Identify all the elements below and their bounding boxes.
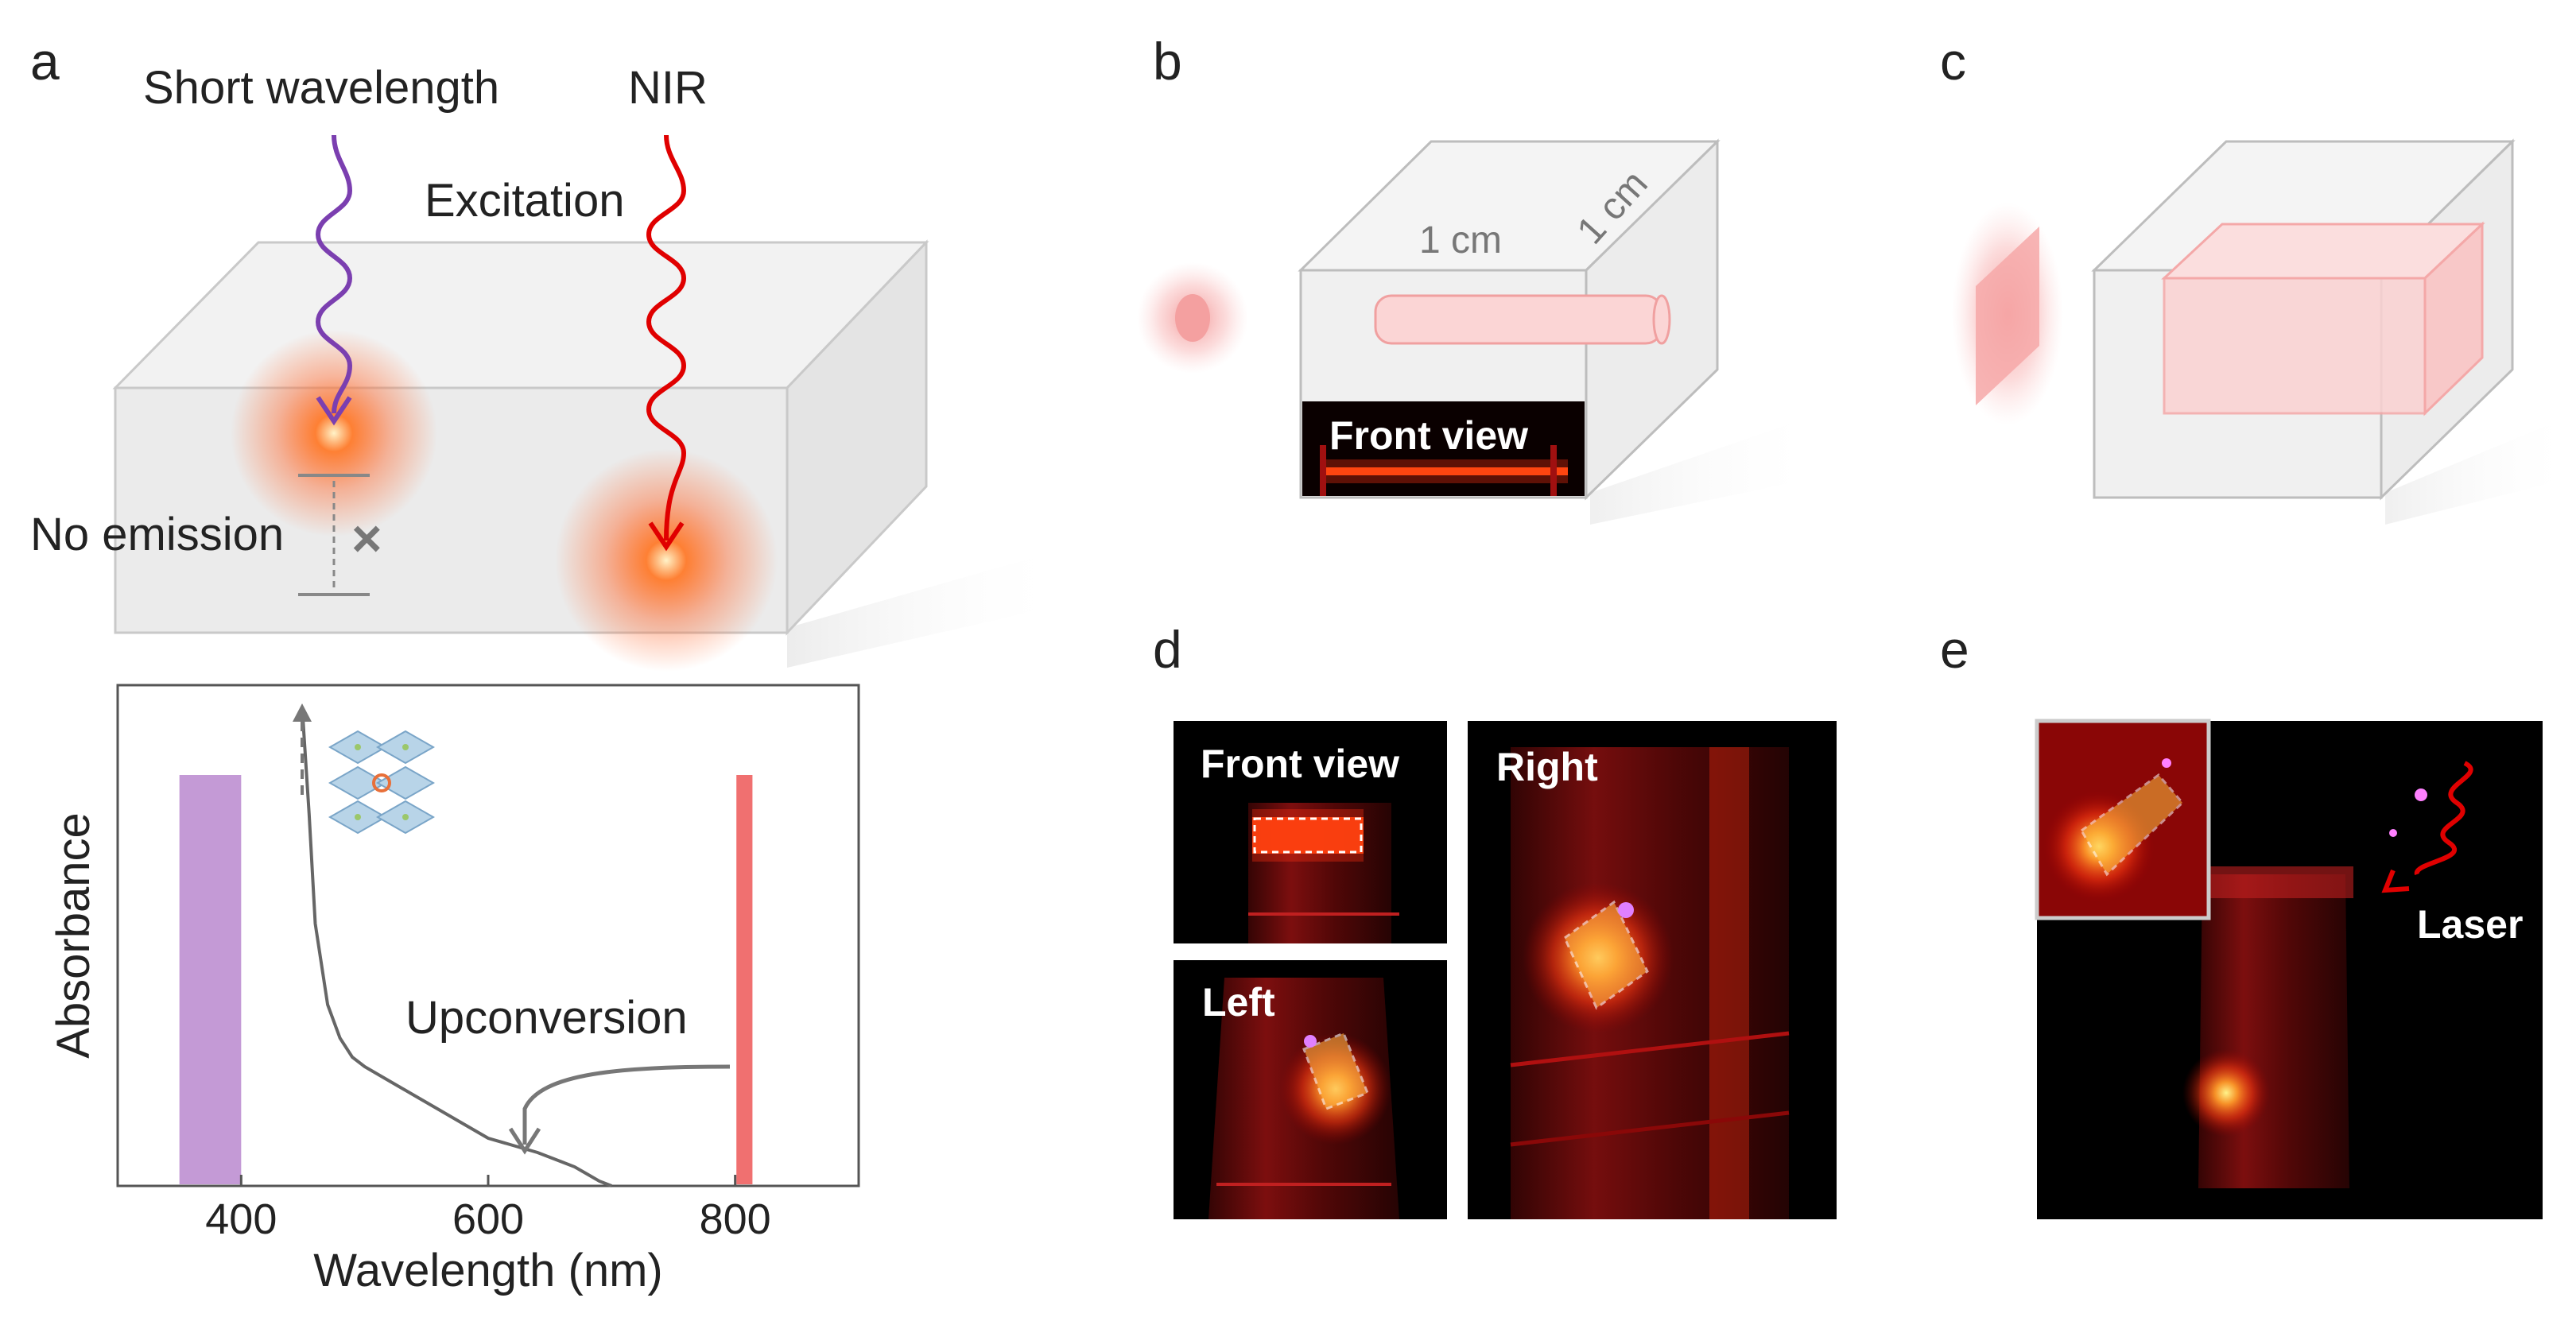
absorbance-chart: 400 600 800 Absorbance Wavelength (nm) Upc… bbox=[48, 684, 860, 1296]
inset-sample-outline bbox=[2080, 773, 2185, 877]
panel-a-label: a bbox=[30, 32, 60, 91]
chart-ylabel: Absorbance bbox=[48, 812, 99, 1059]
photo-d-right: Right bbox=[1468, 721, 1837, 1219]
excitation-label: Excitation bbox=[425, 175, 624, 227]
no-emission-label: No emission bbox=[30, 509, 284, 560]
photo-e-inset bbox=[2035, 719, 2211, 920]
x-tick-label: 600 bbox=[452, 1195, 524, 1243]
front-view-wall-left bbox=[1320, 445, 1326, 496]
photo-e-vial bbox=[2198, 874, 2349, 1188]
panel-e: e Laser bbox=[1940, 620, 2543, 1219]
beam-spot bbox=[1175, 294, 1210, 342]
panel-c-label: c bbox=[1940, 32, 1966, 91]
short-wavelength-arrowhead bbox=[316, 396, 352, 426]
beam-cylinder-end bbox=[1652, 294, 1671, 345]
absorption-edge-arrowhead bbox=[293, 703, 312, 722]
upconversion-arrow bbox=[522, 1064, 731, 1145]
nir-arrow bbox=[646, 134, 687, 541]
panel-d-label: d bbox=[1153, 620, 1182, 679]
cuvette-c-shadow bbox=[2385, 413, 2576, 525]
left-label: Left bbox=[1202, 980, 1275, 1025]
laser-arrow bbox=[2414, 761, 2473, 875]
no-emission-cross: × bbox=[351, 509, 382, 568]
panel-b: b 1 cm 1 cm Front view bbox=[1137, 32, 1821, 525]
dim-width-label: 1 cm bbox=[1419, 219, 1502, 262]
right-label: Right bbox=[1496, 745, 1598, 789]
x-tick-label: 800 bbox=[700, 1195, 771, 1243]
laser-arrowhead bbox=[2381, 869, 2410, 893]
photo-e-glow bbox=[2182, 1049, 2270, 1137]
chart-xlabel: Wavelength (nm) bbox=[313, 1245, 662, 1296]
x-tick-label: 400 bbox=[205, 1195, 277, 1243]
light-sheet-front bbox=[2163, 277, 2427, 415]
upconversion-label: Upconversion bbox=[405, 992, 688, 1044]
absorption-band-1 bbox=[736, 775, 753, 1184]
front-view-photo bbox=[1302, 401, 1585, 496]
upconversion-arrowhead bbox=[508, 1127, 541, 1155]
front-view-beam bbox=[1320, 467, 1568, 475]
panel-a-schematic: a Short wavelength NIR Excitation × No e… bbox=[30, 32, 1065, 672]
front-view-outline bbox=[1253, 817, 1363, 854]
left-sample-outline bbox=[1302, 1032, 1369, 1110]
front-view-label-d: Front view bbox=[1201, 742, 1399, 786]
panel-b-label: b bbox=[1153, 32, 1182, 91]
block-shadow bbox=[787, 548, 1065, 668]
panel-c: c bbox=[1940, 32, 2576, 525]
light-sheet-source bbox=[1976, 227, 2039, 405]
panel-d: d Front view Left bbox=[1153, 620, 1837, 1219]
block-top-face bbox=[112, 241, 929, 389]
surface-emission-glow bbox=[231, 330, 437, 537]
short-wavelength-label: Short wavelength bbox=[143, 62, 499, 114]
front-view-label-b: Front view bbox=[1329, 413, 1528, 458]
right-sample-outline bbox=[1563, 900, 1649, 1010]
deep-emission-glow bbox=[555, 449, 778, 672]
perovskite-crystal-icon bbox=[328, 730, 436, 835]
cuvette-b-shadow bbox=[1590, 413, 1821, 525]
photo-d-left: Left bbox=[1174, 960, 1447, 1219]
short-wavelength-arrow bbox=[315, 134, 353, 414]
front-view-beam-glow bbox=[1320, 459, 1568, 483]
laser-label: Laser bbox=[2417, 902, 2523, 947]
absorbance-curve-0 bbox=[301, 718, 613, 1187]
photo-d-front-view: Front view bbox=[1174, 721, 1447, 943]
front-view-wall-right bbox=[1550, 445, 1557, 496]
beam-cylinder bbox=[1374, 294, 1663, 345]
absorption-band-0 bbox=[179, 775, 242, 1184]
panel-e-label: e bbox=[1940, 620, 1969, 679]
nir-label: NIR bbox=[628, 62, 708, 114]
nir-arrowhead bbox=[648, 521, 685, 552]
